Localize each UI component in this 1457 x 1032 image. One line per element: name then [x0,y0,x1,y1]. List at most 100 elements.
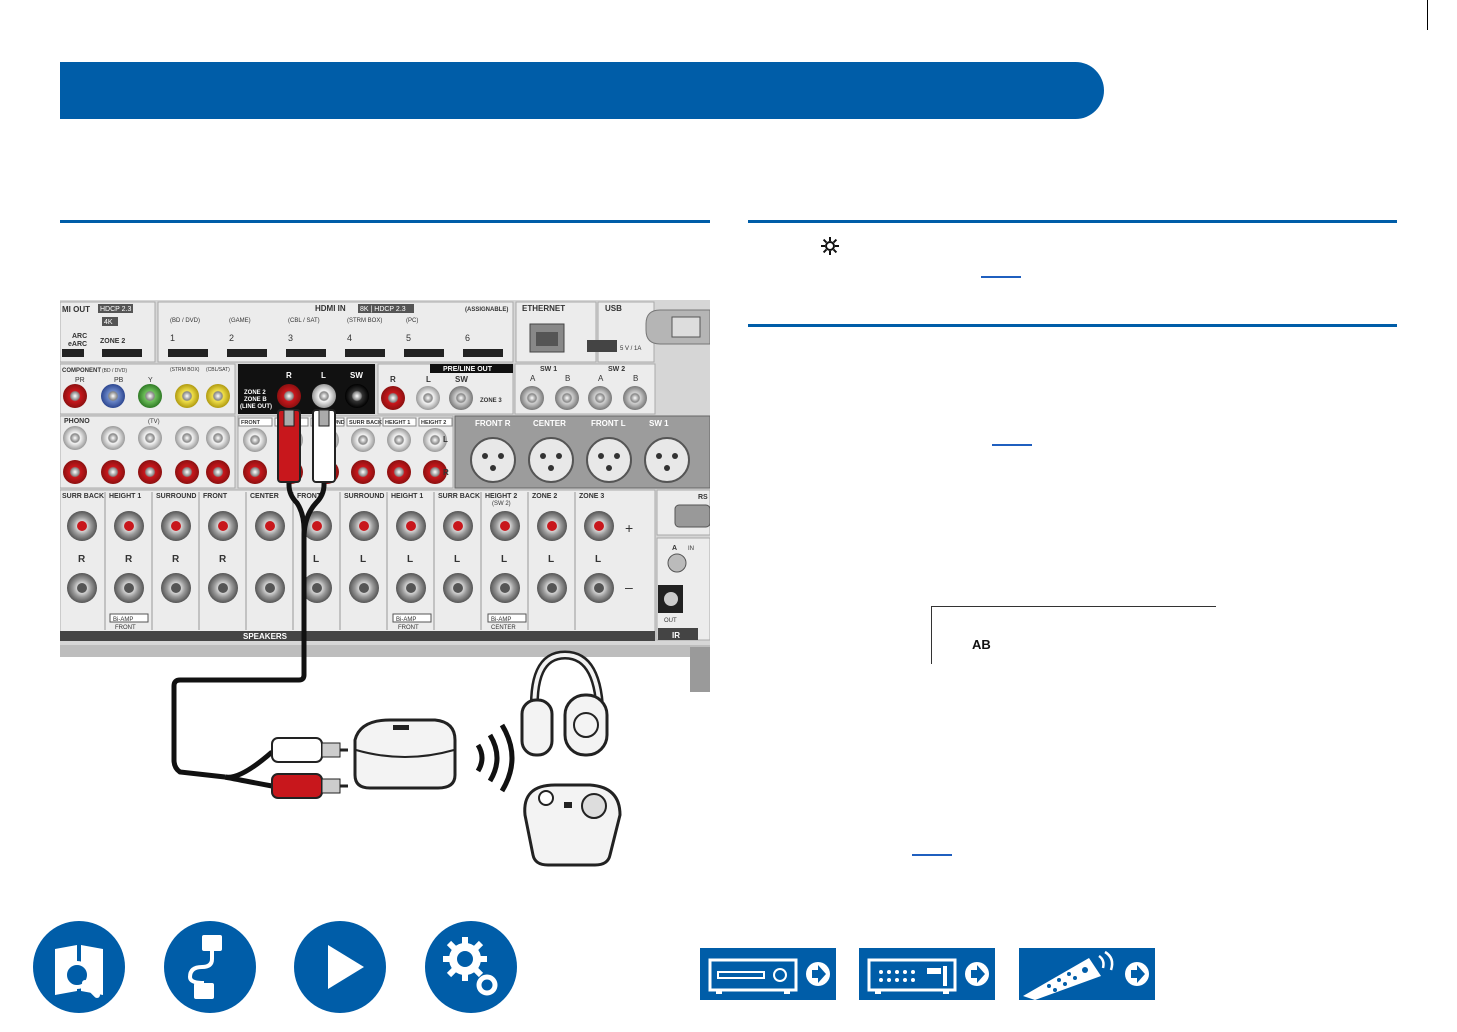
assignable-label: (ASSIGNABLE) [465,307,508,313]
hdmi-input-number: 5 [406,333,411,343]
rear-panel-button[interactable] [859,948,995,1000]
bi-amp-2: Bi-AMP [396,617,416,623]
front-panel-button[interactable] [700,948,836,1000]
rear-panel-illustration: MI OUT HDCP 2.3 4K ARC eARC ZONE 2 HDMI … [60,300,710,867]
speaker-terminal-ring [218,521,228,531]
xlr-label: SW 1 [649,419,669,428]
rca-jack [387,460,411,484]
remote-control-icon [1023,950,1149,1000]
hdmi-port [404,349,444,357]
gear-icon [821,237,839,255]
preout-label-box [382,417,417,427]
speaker-label: HEIGHT 1 [391,493,423,500]
hdmi-input-number: 2 [229,333,234,343]
manual-search-icon[interactable] [33,921,125,1013]
xlr-pin [548,465,554,471]
sw2-paren-label: (SW 2) [492,501,511,507]
speaker-terminal-ring [265,521,275,531]
speaker-label: SURR BACK [438,493,480,500]
speaker-terminal-ring [359,521,369,531]
rca-jack [423,460,447,484]
cbl-sat-label: (CBL/SAT) [206,367,230,373]
xlr-label: FRONT R [475,419,511,428]
xlr-jack [644,437,690,483]
xlr-pin [606,465,612,471]
crop-mark [1427,0,1428,30]
plus-label: + [625,520,633,536]
page-link[interactable] [981,276,1021,278]
pb-label: PB [114,377,124,384]
speaker-terminal-ring [265,583,275,593]
speaker-side: L [360,554,366,565]
xlr-pin [664,465,670,471]
speaker-label: ZONE 2 [532,493,557,500]
usb-power-label: 5 V / 1A [620,346,641,352]
title-bar [60,62,1104,119]
minus-label: – [625,579,633,595]
zone-out-r: R [286,371,292,380]
speaker-label: SURROUND [156,493,196,500]
xlr-label: FRONT L [591,419,626,428]
y-label: Y [148,377,153,384]
hdcp-out-label: HDCP 2.3 [100,306,131,313]
xlr-pin [498,453,504,459]
remote-button[interactable] [1019,948,1155,1000]
xlr-pin [490,465,496,471]
xlr-pin [656,453,662,459]
speaker-label: HEIGHT 1 [109,493,141,500]
speaker-side: R [125,554,133,565]
ir-in-label: IN [688,546,694,552]
component-label: COMPONENT [62,368,101,374]
bi-amp-front-1: FRONT [115,625,136,631]
sw2-a: A [598,374,604,383]
xlr-jack [528,437,574,483]
bi-amp-3: Bi-AMP [491,617,511,623]
hdmi-input-name: (CBL / SAT) [288,318,320,324]
speaker-side: L [501,554,507,565]
speaker-terminal-ring [124,583,134,593]
page-link[interactable] [992,444,1032,446]
rca-jack [387,428,411,452]
speaker-label: FRONT [297,493,322,500]
rca-jack [351,460,375,484]
speakers-label: SPEAKERS [243,632,288,641]
zone3-label: ZONE 3 [480,398,502,404]
xlr-pin [540,453,546,459]
xlr-pin [672,453,678,459]
rca-jack [351,428,375,452]
pre-r: R [390,375,396,384]
xlr-jack [470,437,516,483]
speaker-terminal-ring [500,583,510,593]
preout-r: R [443,468,449,477]
ir-out-label: OUT [664,618,677,624]
speaker-side: L [454,554,460,565]
hdmi-port [286,349,326,357]
settings-icon[interactable] [425,921,517,1013]
rs-label: RS [698,494,708,501]
speaker-terminal-ring [77,583,87,593]
hdmi-port [463,349,503,357]
speaker-terminal-ring [312,521,322,531]
setting-value: AB [972,637,991,652]
speaker-terminal-ring [406,583,416,593]
sw1-b: B [565,374,570,383]
hdmi-port [345,349,385,357]
page-link[interactable] [912,854,952,856]
bi-amp-1: Bi-AMP [113,617,133,623]
speaker-side: R [219,554,227,565]
connections-icon[interactable] [164,921,256,1013]
speaker-side: L [313,554,319,565]
preout-label-box [238,417,273,427]
hdmi-input-name: (PC) [406,318,418,324]
front-panel-icon [708,958,830,994]
speaker-side: L [595,554,601,565]
rear-panel-icon [867,958,989,994]
playback-icon[interactable] [294,921,386,1013]
rca-jack [423,428,447,452]
component-sub: (BD / DVD) [102,368,127,374]
speaker-terminal-ring [312,583,322,593]
preout-label: FRONT [241,420,261,426]
zone-out-sw: SW [350,371,363,380]
speaker-terminal-ring [453,521,463,531]
bi-amp-center: CENTER [491,625,516,631]
